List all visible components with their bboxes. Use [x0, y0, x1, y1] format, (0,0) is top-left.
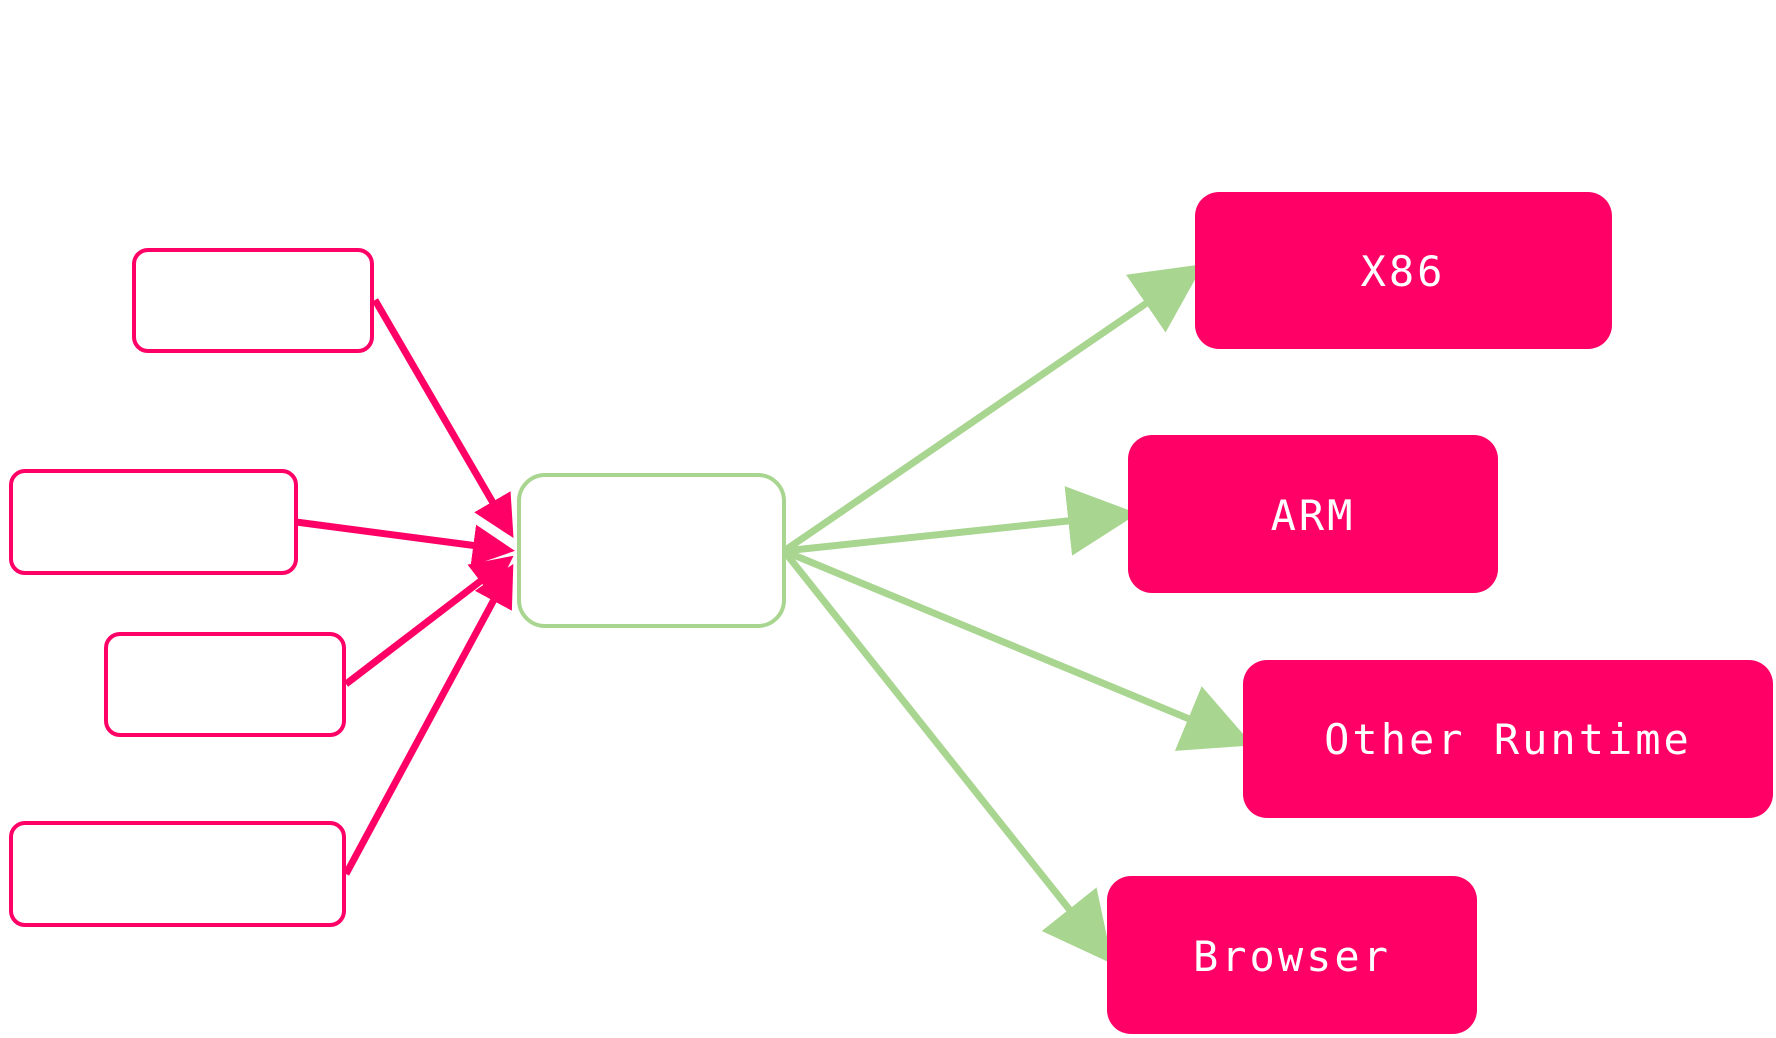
- target-node-browser-label: Browser: [1193, 932, 1391, 981]
- source-node-4: [9, 821, 346, 927]
- target-node-other-runtime: Other Runtime: [1243, 660, 1773, 818]
- source-nodes: [9, 248, 374, 927]
- target-node-arm: ARM: [1128, 435, 1498, 593]
- edge-source-4-to-hub: [342, 563, 514, 876]
- target-node-arm-label: ARM: [1271, 491, 1356, 540]
- hub-node: [517, 473, 786, 628]
- incoming-edges: [295, 298, 515, 876]
- edge-hub-to-x86: [782, 264, 1204, 554]
- target-node-x86: X86: [1195, 192, 1612, 349]
- target-node-x86-label: X86: [1361, 247, 1446, 296]
- target-node-browser: Browser: [1107, 876, 1477, 1034]
- edge-source-2-to-hub: [295, 518, 515, 567]
- edge-source-1-to-hub: [371, 298, 514, 539]
- target-node-other-runtime-label: Other Runtime: [1324, 715, 1692, 764]
- outgoing-edges: [781, 264, 1253, 964]
- target-nodes: X86 ARM Other Runtime Browser: [1107, 192, 1773, 1034]
- edge-hub-to-arm: [783, 486, 1138, 556]
- edge-hub-to-browser: [781, 548, 1113, 964]
- source-node-2: [9, 469, 298, 575]
- edge-hub-to-other-runtime: [782, 547, 1253, 751]
- source-node-3: [104, 632, 346, 737]
- source-node-1: [132, 248, 374, 353]
